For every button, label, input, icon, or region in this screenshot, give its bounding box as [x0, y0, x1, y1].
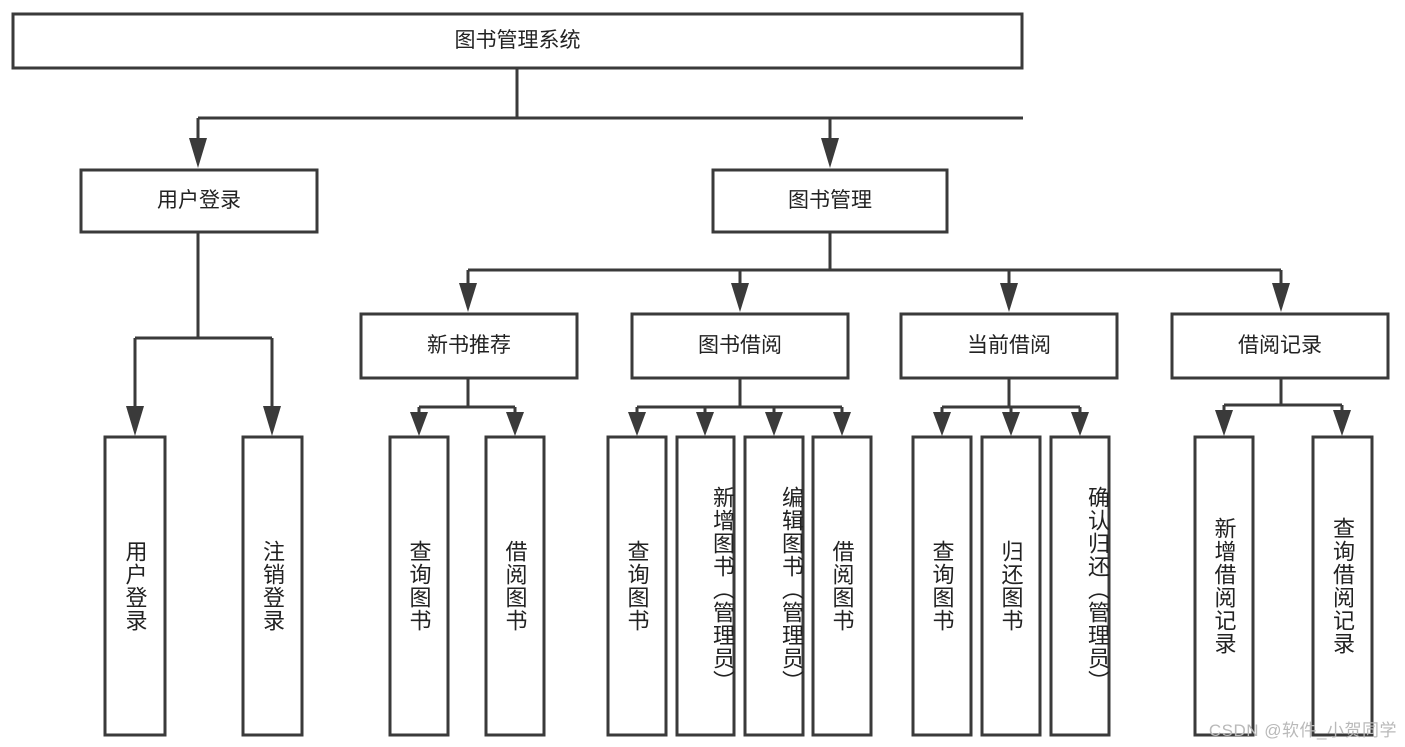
- connector-group-root-to-level1: [189, 68, 1023, 168]
- arrow-head-user-login: [189, 138, 207, 168]
- arrow-head-leaf-logout-login: [263, 406, 281, 436]
- node-box-root[interactable]: [11, 12, 1024, 70]
- arrow-head-leaf-confirm-return: [1071, 412, 1089, 436]
- arrow-head-new-book-recommend: [459, 283, 477, 312]
- node-box-leaf-borrow-book-1[interactable]: [484, 435, 546, 737]
- arrow-head-book-management: [821, 138, 839, 168]
- arrow-head-leaf-return-book: [1002, 412, 1020, 436]
- node-box-book-borrow[interactable]: [630, 312, 850, 380]
- arrow-head-leaf-query-book-2: [628, 412, 646, 436]
- node-box-leaf-confirm-return[interactable]: [1049, 435, 1111, 737]
- arrow-head-leaf-borrow-book-1: [506, 412, 524, 436]
- arrow-head-leaf-query-book-1: [410, 412, 428, 436]
- watermark-text: CSDN @软件_小贺同学: [1208, 721, 1397, 740]
- arrow-head-leaf-user-login: [126, 406, 144, 436]
- node-box-book-management[interactable]: [711, 168, 949, 234]
- node-box-leaf-query-book-3[interactable]: [911, 435, 973, 737]
- node-box-current-borrow[interactable]: [899, 312, 1119, 380]
- node-box-leaf-add-record[interactable]: [1193, 435, 1255, 737]
- arrow-head-borrow-record: [1272, 283, 1290, 312]
- connector-group-book-management-children: [459, 232, 1290, 312]
- connector-group-user-login-children: [126, 232, 281, 436]
- node-box-leaf-logout-login[interactable]: [241, 435, 304, 737]
- node-box-new-book-recommend[interactable]: [359, 312, 579, 380]
- arrow-head-leaf-query-book-3: [933, 412, 951, 436]
- node-box-user-login[interactable]: [79, 168, 319, 234]
- node-box-leaf-add-book[interactable]: [675, 435, 736, 737]
- arrow-head-leaf-borrow-book-2: [833, 412, 851, 436]
- arrow-head-book-borrow: [731, 283, 749, 312]
- node-box-leaf-query-record[interactable]: [1311, 435, 1374, 737]
- arrow-head-leaf-edit-book: [765, 412, 783, 436]
- node-box-leaf-edit-book[interactable]: [743, 435, 805, 737]
- connector-group-current-borrow-children: [933, 378, 1089, 436]
- connector-group-new-book-recommend-children: [410, 378, 524, 436]
- node-box-leaf-return-book[interactable]: [980, 435, 1042, 737]
- connector-group-book-borrow-children: [628, 378, 851, 436]
- arrow-head-leaf-add-book: [696, 412, 714, 436]
- connector-group-borrow-record-children: [1215, 378, 1351, 436]
- node-box-leaf-query-book-1[interactable]: [388, 435, 450, 737]
- arrow-head-leaf-query-record: [1333, 410, 1351, 436]
- node-box-leaf-user-login[interactable]: [103, 435, 167, 737]
- arrow-head-leaf-add-record: [1215, 410, 1233, 436]
- node-box-leaf-query-book-2[interactable]: [606, 435, 668, 737]
- node-box-leaf-borrow-book-2[interactable]: [811, 435, 873, 737]
- node-box-borrow-record[interactable]: [1170, 312, 1390, 380]
- arrow-head-current-borrow: [1000, 283, 1018, 312]
